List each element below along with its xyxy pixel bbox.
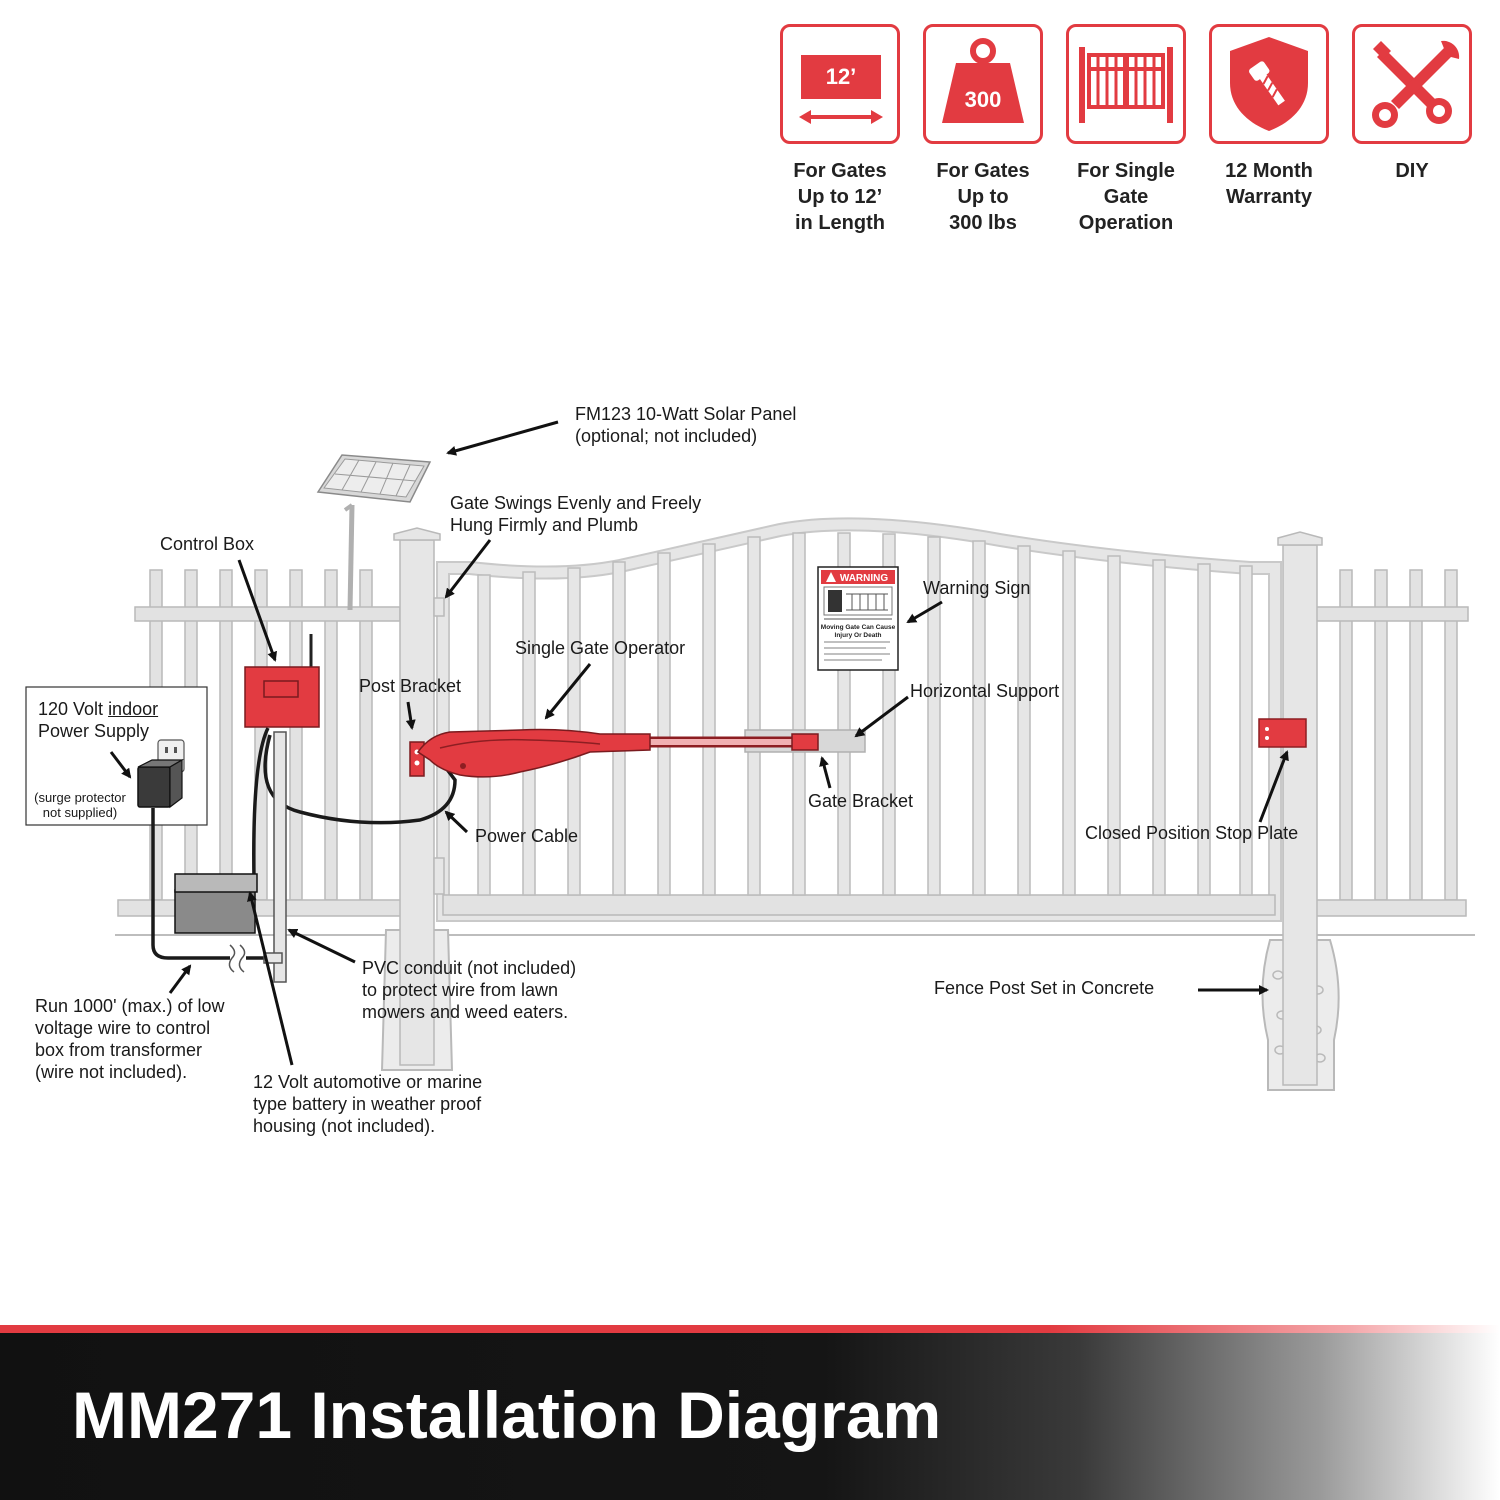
feature-weight: 300 For Gates Up to 300 lbs [921,24,1045,236]
feature-caption-line: 300 lbs [949,212,1017,234]
stop-plate-label: Closed Position Stop Plate [1085,823,1299,843]
weight-icon: 300 [923,24,1043,144]
fence-post-label: Fence Post Set in Concrete [934,978,1155,998]
transformer-icon [137,758,185,809]
gate-length-icon: 12’ [780,24,900,144]
gate [436,517,1282,922]
control-box [244,634,320,728]
power-supply-label: 120 Volt indoor Power Supply [38,698,158,742]
horizontal-support-label: Horizontal Support [910,681,1060,701]
battery-label-line: type battery in weather proof [253,1094,482,1114]
footer-accent-line [0,1325,1500,1333]
gate-swings-label-line: Hung Firmly and Plumb [450,515,639,535]
left-fence [117,569,404,917]
warning-sign-header: WARNING [840,573,889,584]
feature-caption-line: For Gates [793,160,887,182]
control-box-label: Control Box [160,534,255,554]
warning-sign-label: Warning Sign [923,578,1031,598]
feature-caption-line: DIY [1395,160,1429,182]
pvc-conduit [263,731,287,983]
solar-panel-label-line: (optional; not included) [575,426,758,446]
run-wire-label-line: box from transformer [35,1040,203,1060]
weight-value: 300 [965,87,1002,112]
gate-swings-label-line: Gate Swings Evenly and Freely [450,493,702,513]
gate-bracket-label: Gate Bracket [808,791,914,811]
feature-caption-line: For Gates [936,160,1030,182]
battery-label-line: 12 Volt automotive or marine [253,1072,483,1092]
pvc-conduit-label-line: to protect wire from lawn [362,980,559,1000]
single-gate-operator-label: Single Gate Operator [515,638,686,658]
run-wire-label-line: (wire not included). [35,1062,188,1082]
pvc-conduit-label-line: PVC conduit (not included) [362,958,577,978]
left-gate-post [393,527,445,1066]
gate-swings-label: Gate Swings Evenly and Freely Hung Firml… [450,492,701,536]
gate-operator [416,728,819,778]
feature-caption-line: in Length [795,212,885,234]
installation-diagram: WARNING Moving Gate Can Cause Injury Or … [25,420,1475,1091]
solar-panel [316,454,432,611]
feature-caption-line: Gate [1103,186,1149,208]
post-bracket-label: Post Bracket [359,676,462,696]
footer-title: MM271 Installation Diagram [72,1378,942,1452]
battery [174,873,258,934]
right-gate-post [1277,531,1323,1086]
battery-label-line: housing (not included). [253,1116,436,1136]
stop-plate [1258,718,1307,748]
solar-panel-label: FM123 10-Watt Solar Panel (optional; not… [575,403,796,447]
feature-gate-length: 12’ For Gates Up to 12’ in Length [778,24,902,236]
gate-length-value: 12’ [826,64,857,89]
surge-note-line: not supplied) [42,805,118,820]
feature-diy: DIY [1350,24,1474,184]
pvc-conduit-label: PVC conduit (not included) to protect wi… [362,957,576,1023]
surge-note-line: (surge protector [34,790,126,805]
right-fence [1315,569,1469,917]
callout-arrows [109,420,1289,1066]
power-cable-label: Power Cable [475,826,579,846]
warranty-shield-icon [1209,24,1329,144]
warning-sign: WARNING Moving Gate Can Cause Injury Or … [817,566,899,671]
feature-caption-line: Operation [1078,212,1174,234]
feature-caption-line: 12 Month [1225,160,1313,182]
warning-sign-line1: Moving Gate Can Cause [821,624,896,631]
feature-warranty: 12 Month Warranty [1207,24,1331,210]
feature-single-gate: For Single Gate Operation [1064,24,1188,236]
feature-caption-line: For Single [1077,160,1175,182]
feature-caption-line: Warranty [1226,186,1312,208]
battery-label: 12 Volt automotive or marine type batter… [253,1071,482,1137]
tools-icon [1352,24,1472,144]
warning-sign-line2: Injury Or Death [835,632,882,639]
solar-panel-label-line: FM123 10-Watt Solar Panel [575,404,797,424]
run-wire-label: Run 1000' (max.) of low voltage wire to … [35,995,225,1083]
single-gate-icon [1066,24,1186,144]
footer-banner: MM271 Installation Diagram [0,1325,1500,1500]
surge-note: (surge protector not supplied) [30,790,130,820]
power-supply-prefix: 120 Volt [38,699,109,719]
feature-caption-line: Up to 12’ [797,186,883,208]
feature-caption-line: Up to [957,186,1009,208]
power-supply-line2: Power Supply [38,721,150,741]
run-wire-label-line: Run 1000' (max.) of low [35,996,225,1016]
gate-pickets [477,532,1253,896]
run-wire-label-line: voltage wire to control [35,1018,211,1038]
pvc-conduit-label-line: mowers and weed eaters. [362,1002,569,1022]
power-supply-indoor: indoor [108,699,159,719]
